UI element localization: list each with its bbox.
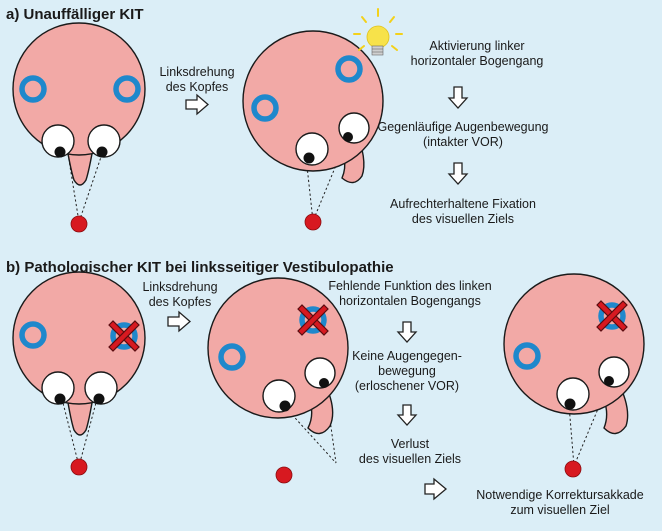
turn-label-b-line1: Linksdrehung (142, 280, 217, 294)
right-pupil-b3 (604, 376, 614, 386)
cross-mark-icon-b3 (596, 300, 628, 332)
head-b1 (12, 271, 146, 476)
arrow-right-b2 (424, 477, 448, 501)
section-b-title: b) Pathologischer KIT bei linksseitiger … (6, 259, 394, 276)
arrow-down-b1 (396, 321, 418, 343)
step2-b-line3: (erloschener VOR) (355, 379, 459, 393)
step2-b-line1: Keine Augengegen- (352, 349, 462, 363)
arrow-down-a1 (447, 86, 469, 109)
right-canal-b2 (218, 343, 246, 371)
turn-label-a-line1: Linksdrehung (159, 65, 234, 79)
step1-b-line2: horizontalen Bogengangs (339, 294, 481, 308)
right-pupil-b1 (93, 393, 105, 405)
step2-a-line1: Gegenläufige Augenbewegung (378, 120, 549, 134)
left-pupil-a1 (54, 146, 66, 158)
head-circle-b1 (12, 271, 146, 405)
right-canal-a2 (251, 94, 279, 122)
arrow-right-a (185, 93, 209, 116)
section-a-title: a) Unauffälliger KIT (6, 6, 144, 23)
visual-target-a1 (70, 215, 88, 233)
right-canal-a1 (113, 75, 141, 103)
right-pupil-b2 (319, 378, 329, 388)
turn-label-a-line2: des Kopfes (166, 80, 229, 94)
arrow-right-b (167, 310, 191, 333)
step4-b-line1: Notwendige Korrektursakkade (476, 488, 643, 502)
visual-target-b1 (70, 458, 88, 476)
cross-mark-icon-b1 (108, 320, 140, 352)
left-pupil-b3 (564, 398, 576, 410)
step3-a-line2: des visuellen Ziels (412, 212, 514, 226)
left-canal-b3 (598, 302, 626, 330)
arrow-down-a2 (447, 162, 469, 185)
right-pupil-a1 (96, 146, 108, 158)
head-b2 (207, 277, 349, 484)
arrow-down-b2 (396, 404, 418, 426)
right-pupil-a2 (343, 132, 353, 142)
cross-mark-icon-b2 (297, 304, 329, 336)
step1-a-line2: horizontaler Bogengang (411, 54, 544, 68)
step1-a-line1: Aktivierung linker (429, 39, 524, 53)
left-pupil-b1 (54, 393, 66, 405)
left-canal-b1 (110, 322, 138, 350)
head-a1 (12, 22, 146, 233)
visual-target-b2 (275, 466, 293, 484)
gaze-lines-b2 (285, 383, 337, 464)
left-canal-a1 (19, 75, 47, 103)
step3-b-line2: des visuellen Ziels (359, 452, 461, 466)
step1-b-line1: Fehlende Funktion des linken (328, 279, 491, 293)
right-eye-b3 (598, 356, 630, 388)
step2-b-line2: bewegung (378, 364, 436, 378)
head-a2 (242, 30, 384, 231)
left-canal-a2 (335, 55, 363, 83)
step4-b-line2: zum visuellen Ziel (510, 503, 609, 517)
visual-target-b3 (564, 460, 582, 478)
head-b3 (503, 273, 645, 478)
step3-b-line1: Verlust (391, 437, 430, 451)
right-canal-b3 (513, 342, 541, 370)
visual-target-a2 (304, 213, 322, 231)
right-canal-b1 (19, 321, 47, 349)
left-pupil-b2 (279, 400, 291, 412)
gaze-lines-a1 (67, 153, 103, 223)
head-circle-a1 (12, 22, 146, 156)
step3-a-line1: Aufrechterhaltene Fixation (390, 197, 536, 211)
left-pupil-a2 (303, 152, 315, 164)
left-canal-b2 (299, 306, 327, 334)
turn-label-b-line2: des Kopfes (149, 295, 212, 309)
step2-a-line2: (intakter VOR) (423, 135, 503, 149)
lightbulb-icon (353, 8, 403, 56)
